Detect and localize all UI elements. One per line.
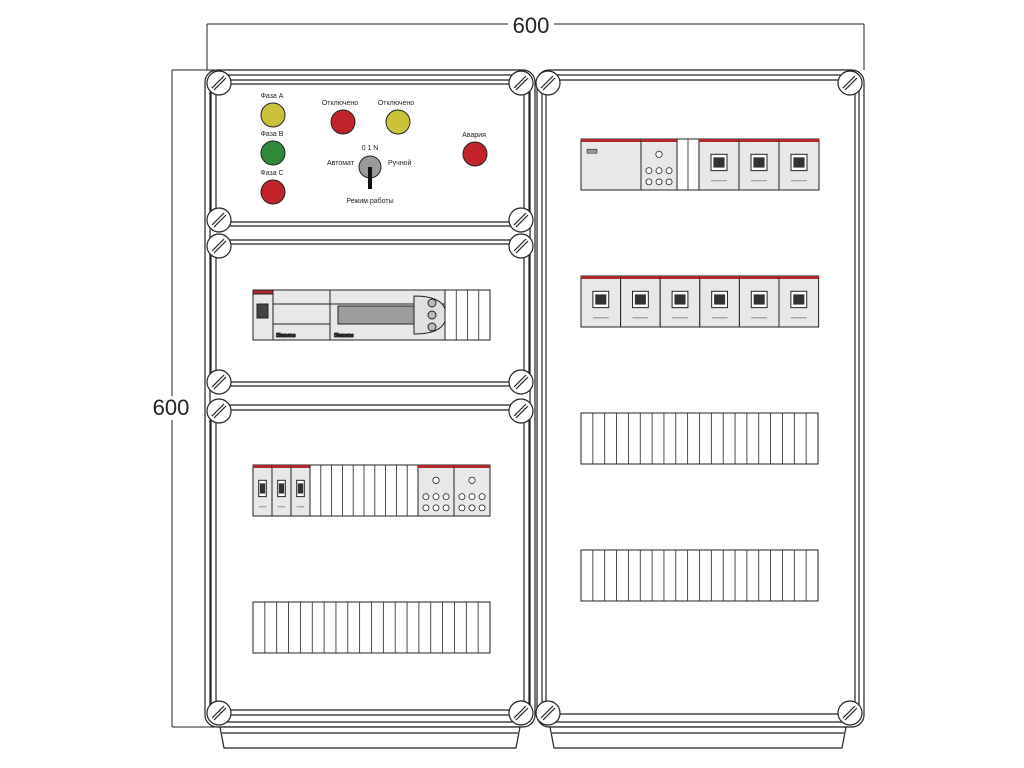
din-blank-left-2 xyxy=(252,601,491,654)
switch-left-label: Автомат xyxy=(327,160,355,167)
control-panel xyxy=(210,79,530,227)
relay-module xyxy=(640,138,678,191)
alarm-label: Авария xyxy=(462,132,486,139)
screw xyxy=(535,70,561,96)
screw xyxy=(206,70,232,96)
circuit-breaker xyxy=(778,138,820,191)
circuit-breaker xyxy=(290,464,311,517)
controller-label-left: Siemens xyxy=(276,333,296,339)
screw xyxy=(206,207,232,233)
circuit-breaker xyxy=(698,138,740,191)
circuit-breaker xyxy=(738,138,780,191)
lamp-phase-a-light xyxy=(260,102,286,128)
height-label: 600 xyxy=(153,395,190,420)
lamp-phase-b-light xyxy=(260,140,286,166)
lamp-phase-c-label: Фаза C xyxy=(260,170,283,177)
circuit-breaker xyxy=(252,464,273,517)
indicator-off-light xyxy=(330,109,356,135)
indicator-on-light xyxy=(385,109,411,135)
indicator-on: Отключено xyxy=(378,100,414,135)
screw xyxy=(508,233,534,259)
circuit-breaker xyxy=(778,275,820,328)
controller-module: Siemens Siemens xyxy=(252,289,447,341)
switch-handle xyxy=(368,167,372,189)
din-blank-controller xyxy=(444,289,491,341)
screw xyxy=(535,700,561,726)
lamp-phase-b-label: Фаза B xyxy=(261,131,284,138)
screw xyxy=(508,398,534,424)
circuit-breaker xyxy=(659,275,701,328)
circuit-breaker xyxy=(699,275,740,328)
alarm-light xyxy=(462,141,488,167)
indicator-on-label: Отключено xyxy=(378,100,414,107)
breaker-row-right-1 xyxy=(580,138,820,191)
screw-set xyxy=(206,70,863,726)
screw xyxy=(508,369,534,395)
indicator-off-label: Отключено xyxy=(322,100,358,107)
relay-module xyxy=(453,464,491,517)
controller-label-right: Siemens xyxy=(334,333,354,339)
screw xyxy=(206,398,232,424)
mode-switch: 0 1 N Автомат Ручной Режим работы xyxy=(327,145,412,205)
switch-bottom-label: Режим работы xyxy=(346,197,393,205)
lamp-phase-b: Фаза B xyxy=(260,131,286,166)
breaker-row-right-2 xyxy=(580,275,820,328)
din-blank-right-4 xyxy=(580,549,819,602)
screw xyxy=(206,233,232,259)
screw xyxy=(508,70,534,96)
lamp-phase-a-label: Фаза A xyxy=(261,93,284,100)
alarm-indicator: Авария xyxy=(462,132,488,167)
screw xyxy=(508,207,534,233)
screw xyxy=(206,369,232,395)
breaker-row-left-1 xyxy=(252,464,491,517)
lamp-phase-c: Фаза C xyxy=(260,170,286,205)
din-blank-right-3 xyxy=(580,412,819,465)
breaker-panel xyxy=(210,404,530,716)
circuit-breaker xyxy=(580,275,622,328)
indicator-off: Отключено xyxy=(322,100,358,135)
relay-module xyxy=(417,464,455,517)
screw xyxy=(837,700,863,726)
screw xyxy=(837,70,863,96)
circuit-breaker xyxy=(738,275,780,328)
switch-right-label: Ручной xyxy=(388,159,412,167)
lamp-phase-c-light xyxy=(260,179,286,205)
circuit-breaker xyxy=(271,464,292,517)
screw xyxy=(206,700,232,726)
circuit-breaker xyxy=(620,275,661,328)
switch-top-label: 0 1 N xyxy=(362,145,379,152)
screw xyxy=(508,700,534,726)
meter-module xyxy=(580,138,642,191)
lamp-phase-a: Фаза A xyxy=(260,93,286,128)
width-label: 600 xyxy=(513,13,550,38)
